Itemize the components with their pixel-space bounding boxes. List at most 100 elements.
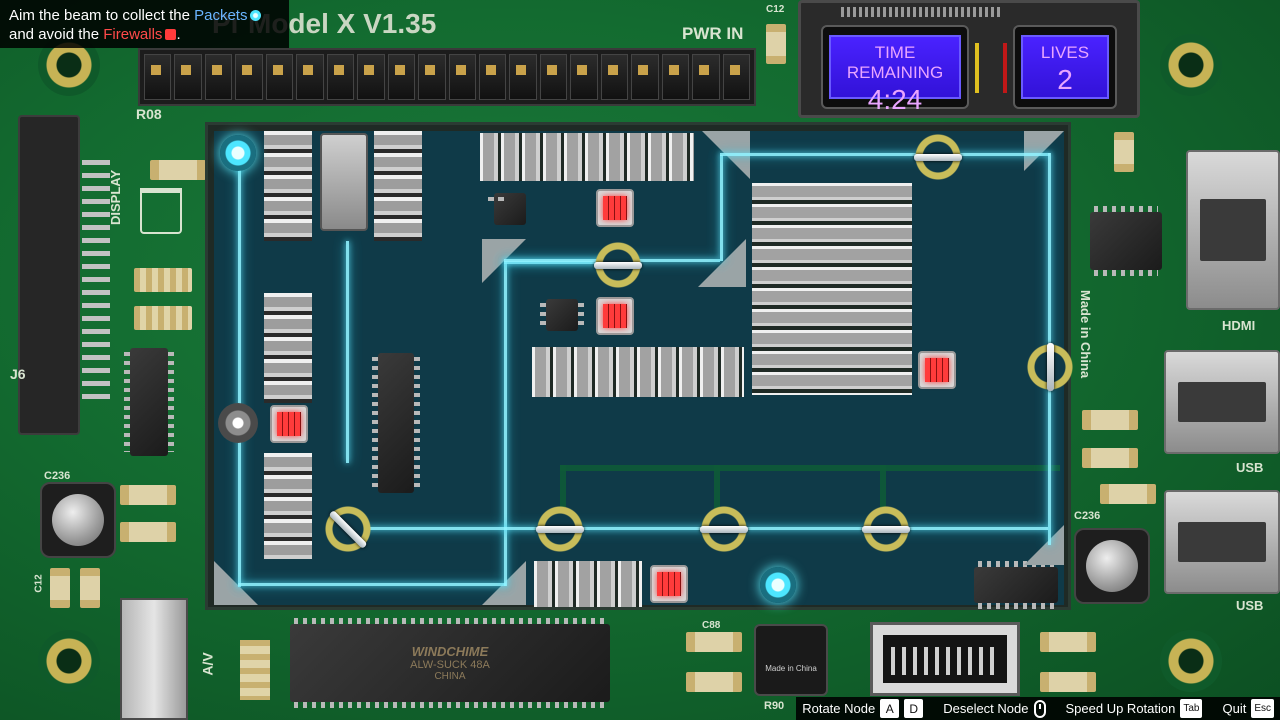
key-a[interactable]: A bbox=[880, 699, 900, 718]
key-d[interactable]: D bbox=[904, 699, 924, 718]
small-square-chip: Made in China bbox=[754, 624, 828, 696]
objective-text: and avoid the bbox=[9, 26, 100, 43]
data-packet bbox=[220, 135, 256, 171]
chip-model: ALW-SUCK 48A bbox=[410, 659, 490, 671]
capacitor bbox=[120, 522, 176, 542]
mirror-node[interactable] bbox=[534, 503, 586, 555]
power-button bbox=[1074, 528, 1150, 604]
beam-segment bbox=[504, 261, 634, 264]
display-label: DISPLAY bbox=[108, 169, 123, 225]
capacitor bbox=[1082, 448, 1138, 468]
capacitor bbox=[686, 672, 742, 692]
connector-ref: J6 bbox=[10, 366, 26, 382]
inductor bbox=[320, 133, 368, 231]
beam-segment bbox=[720, 155, 723, 261]
mirror-node[interactable] bbox=[322, 503, 374, 555]
resistor-array bbox=[134, 306, 192, 330]
power-label: PWR IN bbox=[682, 24, 744, 43]
key-tab[interactable]: Tab bbox=[1180, 699, 1203, 718]
puzzle-arena bbox=[205, 122, 1076, 610]
smd-row bbox=[480, 133, 694, 181]
smd-row bbox=[534, 561, 642, 607]
mirror-node[interactable] bbox=[698, 503, 750, 555]
reset-button bbox=[40, 482, 116, 558]
smd-row bbox=[532, 347, 744, 397]
cap-ref: C88 bbox=[702, 620, 721, 631]
ribbon-connector bbox=[870, 622, 1020, 696]
av-label: A/V bbox=[199, 652, 216, 676]
usb-port-top bbox=[1164, 350, 1280, 454]
smd-block bbox=[752, 183, 912, 395]
beam-segment bbox=[346, 241, 349, 463]
corner-reflector bbox=[1024, 525, 1064, 565]
beam-segment bbox=[504, 261, 507, 586]
mirror-node[interactable] bbox=[592, 239, 644, 291]
mouse-icon[interactable] bbox=[1033, 699, 1046, 718]
lives-label: LIVES bbox=[1040, 43, 1090, 62]
capacitor bbox=[120, 485, 176, 505]
cap-ref: C12 bbox=[33, 574, 45, 593]
objective-text: Aim the beam to collect the bbox=[9, 7, 190, 24]
mirror-node[interactable] bbox=[860, 503, 912, 555]
hud-wires bbox=[975, 43, 1007, 93]
cap-ref: C12 bbox=[766, 4, 785, 15]
data-packet bbox=[760, 567, 796, 603]
packet-icon bbox=[250, 10, 262, 21]
key-esc[interactable]: Esc bbox=[1251, 699, 1274, 718]
usb-label-bottom: USB bbox=[1236, 598, 1264, 613]
firewall-icon bbox=[165, 29, 177, 40]
objective-line-1: Aim the beam to collect the Packets bbox=[9, 6, 280, 25]
mounting-hole bbox=[38, 630, 100, 692]
left-ic bbox=[124, 348, 174, 456]
mirror-node[interactable] bbox=[912, 131, 964, 183]
capacitor bbox=[150, 160, 206, 180]
firewalls-word: Firewalls bbox=[103, 26, 163, 43]
smd-grid bbox=[374, 131, 422, 241]
hdmi-label: HDMI bbox=[1222, 318, 1256, 333]
cap-ref: C236 bbox=[1074, 510, 1101, 522]
speed-up-label: Speed Up Rotation bbox=[1065, 701, 1176, 716]
firewall bbox=[596, 297, 634, 335]
capacitor bbox=[80, 568, 100, 608]
capacitor bbox=[1040, 672, 1096, 692]
main-processor-chip: WINDCHIME ALW-SUCK 48A CHINA bbox=[290, 618, 610, 708]
time-remaining-label: TIME REMAINING bbox=[846, 43, 944, 82]
made-in-label: Made in China bbox=[1078, 290, 1093, 379]
rotate-node-label: Rotate Node bbox=[802, 701, 876, 716]
cap-ref: C236 bbox=[44, 470, 71, 482]
deselect-node-label: Deselect Node bbox=[943, 701, 1029, 716]
controls-bar: Rotate Node A D Deselect Node Speed Up R… bbox=[796, 697, 1280, 720]
usb-port-bottom bbox=[1164, 490, 1280, 594]
capacitor bbox=[1040, 632, 1096, 652]
display-connector-pins bbox=[82, 160, 110, 400]
mirror-node[interactable] bbox=[1024, 341, 1076, 393]
objective-line-2: and avoid the Firewalls. bbox=[9, 25, 280, 44]
av-jack bbox=[120, 598, 188, 720]
small-chip bbox=[540, 299, 584, 331]
beam-segment bbox=[720, 153, 1050, 156]
objective-period: . bbox=[176, 26, 181, 43]
firewall bbox=[650, 565, 688, 603]
hud-panel: TIME REMAINING 4:24 LIVES 2 bbox=[798, 0, 1140, 118]
hud-vent bbox=[841, 7, 1001, 17]
small-chip bbox=[488, 193, 526, 225]
usb-label-top: USB bbox=[1236, 460, 1264, 475]
capacitor bbox=[686, 632, 742, 652]
chip-brand: WINDCHIME bbox=[411, 644, 489, 659]
resistor-array bbox=[134, 268, 192, 292]
smd-grid bbox=[264, 453, 312, 559]
mounting-hole bbox=[1160, 630, 1222, 692]
objective-panel: Aim the beam to collect the Packets and … bbox=[0, 0, 289, 48]
arena-playfield bbox=[214, 131, 1076, 609]
firewall bbox=[596, 189, 634, 227]
beam-source bbox=[218, 403, 258, 443]
capacitor bbox=[1114, 132, 1134, 172]
mounting-hole bbox=[1160, 34, 1222, 96]
capacitor bbox=[50, 568, 70, 608]
small-chip-text: Made in China bbox=[765, 664, 817, 673]
chip-country: CHINA bbox=[434, 671, 466, 682]
lives-display: LIVES 2 bbox=[1013, 25, 1117, 109]
header-ref: R08 bbox=[136, 106, 162, 122]
capacitor bbox=[1082, 410, 1138, 430]
